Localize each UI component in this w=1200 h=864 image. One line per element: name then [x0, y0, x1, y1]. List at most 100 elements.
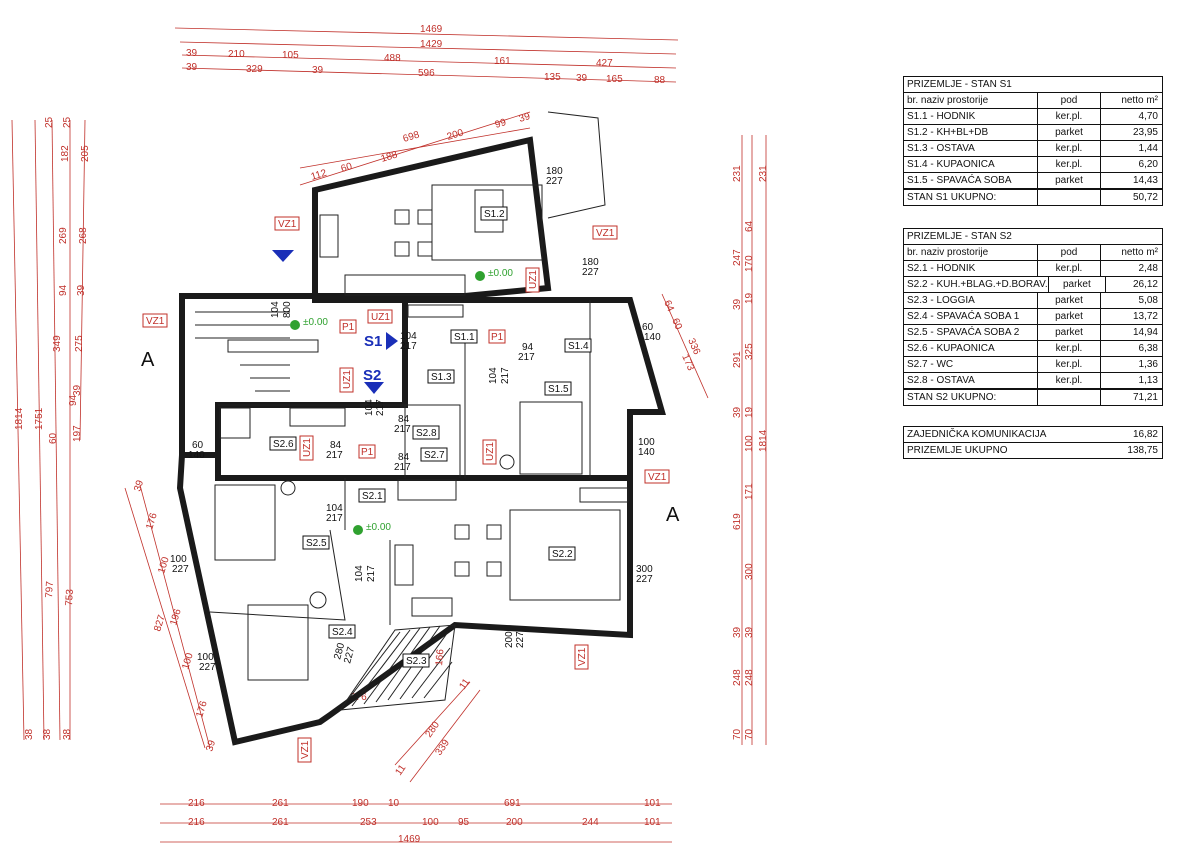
- svg-text:248: 248: [744, 669, 755, 686]
- svg-text:101: 101: [644, 817, 661, 828]
- svg-text:94: 94: [58, 284, 69, 296]
- svg-text:±0.00: ±0.00: [303, 317, 328, 328]
- svg-text:217: 217: [326, 450, 343, 461]
- svg-text:217: 217: [394, 424, 411, 435]
- svg-text:70: 70: [732, 728, 743, 740]
- svg-text:800: 800: [282, 301, 293, 318]
- svg-text:247: 247: [732, 249, 743, 266]
- svg-text:±0.00: ±0.00: [488, 268, 513, 279]
- svg-text:216: 216: [188, 817, 205, 828]
- table-stan-s2: PRIZEMLJE - STAN S2 br. naziv prostorije…: [903, 228, 1163, 406]
- svg-text:19: 19: [744, 292, 755, 304]
- svg-text:99: 99: [494, 117, 508, 131]
- svg-text:300: 300: [744, 563, 755, 580]
- table-header-row: br. naziv prostorije pod netto m²: [904, 244, 1162, 260]
- svg-text:UZ1: UZ1: [528, 270, 539, 289]
- dim-top-a4: 488: [384, 53, 401, 64]
- svg-text:200: 200: [504, 631, 515, 648]
- svg-text:140: 140: [644, 332, 661, 343]
- svg-text:64: 64: [661, 299, 676, 314]
- svg-text:38: 38: [24, 728, 35, 740]
- svg-text:84: 84: [398, 414, 410, 425]
- svg-text:60: 60: [48, 432, 59, 444]
- svg-text:1469: 1469: [398, 834, 421, 845]
- svg-text:261: 261: [272, 817, 289, 828]
- svg-text:S1: S1: [364, 333, 382, 350]
- svg-text:753: 753: [64, 588, 76, 606]
- dim-top-a1: 39: [186, 48, 198, 59]
- svg-text:291: 291: [732, 351, 743, 368]
- svg-text:176: 176: [194, 699, 210, 719]
- dim-top-a6: 427: [596, 58, 613, 69]
- svg-text:1814: 1814: [758, 429, 769, 452]
- room-label: S2.1: [362, 491, 383, 502]
- svg-text:196: 196: [168, 607, 184, 627]
- svg-text:104: 104: [400, 331, 417, 342]
- table-total-row: STAN S1 UKUPNO:50,72: [904, 188, 1162, 205]
- svg-text:104: 104: [354, 565, 365, 582]
- right-dimensions: 231 231 64 247 170 39 19 291 325 39 19 1…: [732, 135, 769, 745]
- dim-top-b6: 39: [576, 73, 588, 84]
- svg-text:104: 104: [270, 301, 281, 318]
- svg-text:227: 227: [636, 574, 653, 585]
- dim-top-b7: 165: [606, 74, 623, 85]
- svg-text:UZ1: UZ1: [302, 438, 313, 457]
- svg-text:140: 140: [188, 450, 205, 461]
- svg-text:182: 182: [60, 145, 71, 162]
- room-label: S1.1: [454, 332, 475, 343]
- svg-text:261: 261: [272, 798, 289, 809]
- svg-text:A: A: [666, 504, 680, 526]
- svg-text:70: 70: [744, 728, 755, 740]
- svg-text:170: 170: [744, 255, 755, 272]
- left-angled-dimensions: 39 176 100 196 827 797 753 100 176 39: [44, 479, 218, 753]
- svg-text:227: 227: [172, 564, 189, 575]
- svg-text:60: 60: [642, 322, 654, 333]
- svg-text:173: 173: [679, 353, 696, 373]
- svg-text:200: 200: [446, 127, 466, 143]
- room-label: S2.4: [332, 627, 353, 638]
- svg-text:VZ1: VZ1: [300, 740, 311, 759]
- svg-text:231: 231: [732, 165, 743, 182]
- svg-text:217: 217: [375, 399, 386, 416]
- svg-text:VZ1: VZ1: [278, 219, 297, 230]
- svg-text:268: 268: [78, 227, 89, 244]
- svg-text:231: 231: [758, 165, 769, 182]
- dim-top-b3: 39: [312, 65, 324, 76]
- svg-text:A: A: [141, 349, 155, 371]
- building-walls: [176, 111, 666, 746]
- svg-text:227: 227: [515, 631, 526, 648]
- svg-text:104: 104: [326, 503, 343, 514]
- section-markers: A A: [141, 349, 680, 526]
- dim-top-a2: 210: [228, 49, 245, 60]
- svg-text:19: 19: [744, 406, 755, 418]
- table-title: PRIZEMLJE - STAN S2: [907, 231, 1012, 242]
- svg-text:698: 698: [402, 129, 422, 145]
- svg-text:197: 197: [72, 425, 83, 442]
- svg-text:11: 11: [393, 763, 408, 778]
- table-total-row: STAN S2 UKUPNO:71,21: [904, 388, 1162, 405]
- svg-text:60: 60: [192, 440, 204, 451]
- svg-text:205: 205: [80, 145, 91, 162]
- svg-text:190: 190: [352, 798, 369, 809]
- dim-top-b4: 596: [418, 68, 435, 79]
- svg-text:60: 60: [669, 317, 684, 332]
- svg-text:104: 104: [364, 399, 375, 416]
- svg-text:166: 166: [434, 648, 446, 666]
- room-label: S1.4: [568, 341, 589, 352]
- svg-text:217: 217: [326, 513, 343, 524]
- svg-text:217: 217: [400, 341, 417, 352]
- svg-text:217: 217: [394, 462, 411, 473]
- svg-text:244: 244: [582, 817, 599, 828]
- svg-text:200: 200: [506, 817, 523, 828]
- svg-text:112: 112: [310, 168, 329, 183]
- svg-text:100: 100: [197, 652, 214, 663]
- svg-text:691: 691: [504, 798, 521, 809]
- svg-text:UZ1: UZ1: [342, 370, 353, 389]
- room-label: S1.5: [548, 384, 569, 395]
